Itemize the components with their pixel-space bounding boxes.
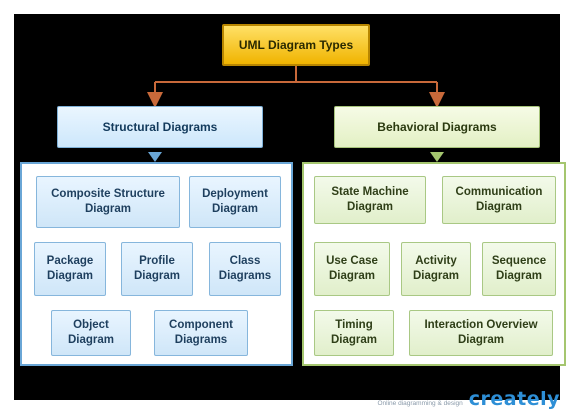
node-use-case-diagram: Use Case Diagram [314,242,390,296]
arrow-behavioral-panel [430,152,444,162]
node-sequence-diagram: Sequence Diagram [482,242,556,296]
node-interaction-overview-diagram: Interaction Overview Diagram [409,310,553,356]
node-label: Deployment Diagram [202,188,268,215]
node-label: Interaction Overview Diagram [424,319,538,346]
node-label: Communication Diagram [455,186,543,213]
node-profile-diagram: Profile Diagram [121,242,193,296]
category-behavioral-label: Behavioral Diagrams [377,119,497,134]
node-label: State Machine Diagram [331,186,409,213]
node-label: Use Case Diagram [326,255,378,282]
node-deployment-diagram: Deployment Diagram [189,176,281,228]
node-label: Composite Structure Diagram [51,188,165,215]
category-structural-label: Structural Diagrams [102,119,218,134]
node-label: Package Diagram [46,255,94,282]
node-label: Profile Diagram [133,255,181,282]
node-communication-diagram: Communication Diagram [442,176,556,224]
node-label: Object Diagram [67,319,115,346]
node-label: Sequence Diagram [491,255,547,282]
node-label: Class Diagrams [218,255,272,282]
creately-brand: Online diagramming & design creately [378,388,561,410]
node-component-diagrams: Component Diagrams [154,310,248,356]
node-state-machine-diagram: State Machine Diagram [314,176,426,224]
arrow-structural-panel [148,152,162,162]
node-label: Component Diagrams [169,319,233,346]
node-package-diagram: Package Diagram [34,242,106,296]
node-label: Activity Diagram [412,255,460,282]
node-label: Timing Diagram [330,319,378,346]
root-node: UML Diagram Types [222,24,370,66]
root-node-label: UML Diagram Types [238,37,354,52]
creately-logo: creately [468,388,560,410]
node-object-diagram: Object Diagram [51,310,131,356]
node-class-diagrams: Class Diagrams [209,242,281,296]
category-behavioral: Behavioral Diagrams [334,106,540,148]
brand-tagline: Online diagramming & design [377,400,463,407]
category-structural: Structural Diagrams [57,106,263,148]
node-activity-diagram: Activity Diagram [401,242,471,296]
node-timing-diagram: Timing Diagram [314,310,394,356]
node-composite-structure-diagram: Composite Structure Diagram [36,176,180,228]
